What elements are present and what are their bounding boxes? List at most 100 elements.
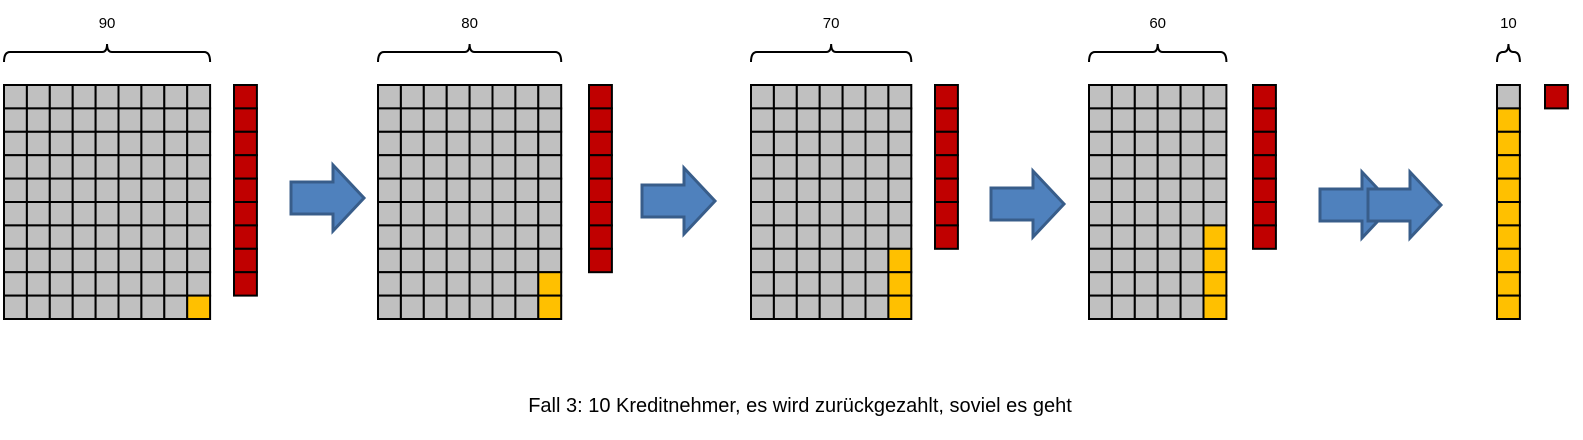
default-cell <box>934 177 959 204</box>
borrower-cell <box>514 247 540 274</box>
borrower-cell <box>468 177 494 204</box>
borrower-cell <box>25 294 51 321</box>
borrower-cell <box>1133 247 1159 274</box>
borrower-cell <box>94 201 120 227</box>
borrower-cell <box>772 247 798 274</box>
borrower-cell <box>1088 130 1113 157</box>
borrower-cell <box>140 107 166 133</box>
borrower-cell <box>795 130 821 157</box>
borrower-cell <box>186 130 212 157</box>
borrower-cell <box>887 224 913 250</box>
borrower-cell <box>841 84 867 110</box>
repaid-cell <box>1202 247 1228 274</box>
borrower-cell <box>117 224 143 250</box>
borrower-cell <box>1110 294 1136 321</box>
borrower-cell <box>468 271 494 297</box>
borrower-cell <box>186 107 212 133</box>
borrower-cell <box>491 130 517 157</box>
borrower-cell <box>491 84 517 110</box>
borrower-cell <box>1133 271 1159 297</box>
borrower-cell <box>399 130 425 157</box>
borrower-cell <box>841 130 867 157</box>
borrower-cell <box>48 107 74 133</box>
borrower-cell <box>1088 84 1113 110</box>
borrower-cell <box>140 154 166 180</box>
borrower-cell <box>71 84 97 110</box>
borrower-cell <box>772 177 798 204</box>
borrower-cell <box>491 177 517 204</box>
borrower-cell <box>537 107 563 133</box>
borrower-cell <box>795 294 821 321</box>
borrower-cell <box>71 294 97 321</box>
borrower-cell <box>468 224 494 250</box>
borrower-cell <box>537 130 563 157</box>
borrower-cell <box>3 130 28 157</box>
borrower-cell <box>818 177 844 204</box>
borrower-cell <box>186 154 212 180</box>
borrower-cell <box>186 271 212 297</box>
default-cell <box>233 247 258 274</box>
borrower-cell <box>750 130 775 157</box>
borrower-cell <box>537 201 563 227</box>
borrower-cell <box>3 247 28 274</box>
borrower-cell <box>48 224 74 250</box>
borrower-cell <box>841 154 867 180</box>
borrower-cell <box>48 130 74 157</box>
borrower-cell <box>1133 84 1159 110</box>
default-cell <box>588 177 613 204</box>
borrower-cell <box>491 154 517 180</box>
borrower-cell <box>491 294 517 321</box>
count-label: 70 <box>823 15 840 32</box>
borrower-cell <box>25 247 51 274</box>
borrower-cell <box>140 224 166 250</box>
caption: Fall 3: 10 Kreditnehmer, es wird zurückg… <box>528 395 1072 417</box>
borrower-cell <box>377 201 402 227</box>
borrower-cell <box>795 154 821 180</box>
borrower-cell <box>772 107 798 133</box>
borrower-cell <box>163 271 189 297</box>
repaid-cell <box>537 271 563 297</box>
borrower-cell <box>1110 271 1136 297</box>
borrower-cell <box>140 130 166 157</box>
borrower-cell <box>140 201 166 227</box>
borrower-cell <box>1088 201 1113 227</box>
repaid-cell <box>537 294 563 321</box>
borrower-cell <box>1110 224 1136 250</box>
borrower-cell <box>864 107 890 133</box>
borrower-cell <box>1156 247 1182 274</box>
stage-1: 90 <box>3 15 258 321</box>
default-cell <box>934 154 959 180</box>
borrower-cell <box>399 84 425 110</box>
borrower-cell <box>1133 154 1159 180</box>
borrower-cell <box>71 247 97 274</box>
borrower-cell <box>468 294 494 321</box>
repaid-cell <box>1496 107 1521 133</box>
borrower-cell <box>445 177 471 204</box>
borrower-cell <box>445 271 471 297</box>
borrower-cell <box>750 201 775 227</box>
borrower-cell <box>864 271 890 297</box>
brace <box>3 43 212 63</box>
borrower-cell <box>514 224 540 250</box>
borrower-cell <box>1133 107 1159 133</box>
repaid-cell <box>1496 294 1521 321</box>
borrower-cell <box>377 84 402 110</box>
brace <box>750 43 913 63</box>
arrow-right-icon <box>989 167 1067 241</box>
borrower-cell <box>94 247 120 274</box>
borrower-cell <box>377 177 402 204</box>
borrower-cell <box>3 201 28 227</box>
borrower-cell <box>818 84 844 110</box>
borrower-cell <box>1156 130 1182 157</box>
repaid-cell <box>1496 201 1521 227</box>
default-cell <box>1252 130 1277 157</box>
borrower-cell <box>71 107 97 133</box>
borrower-cell <box>1179 201 1205 227</box>
count-label: 90 <box>99 15 116 32</box>
borrower-cell <box>750 177 775 204</box>
borrower-cell <box>514 294 540 321</box>
borrower-cell <box>1156 271 1182 297</box>
borrower-cell <box>422 130 448 157</box>
borrower-cell <box>795 201 821 227</box>
borrower-cell <box>71 224 97 250</box>
